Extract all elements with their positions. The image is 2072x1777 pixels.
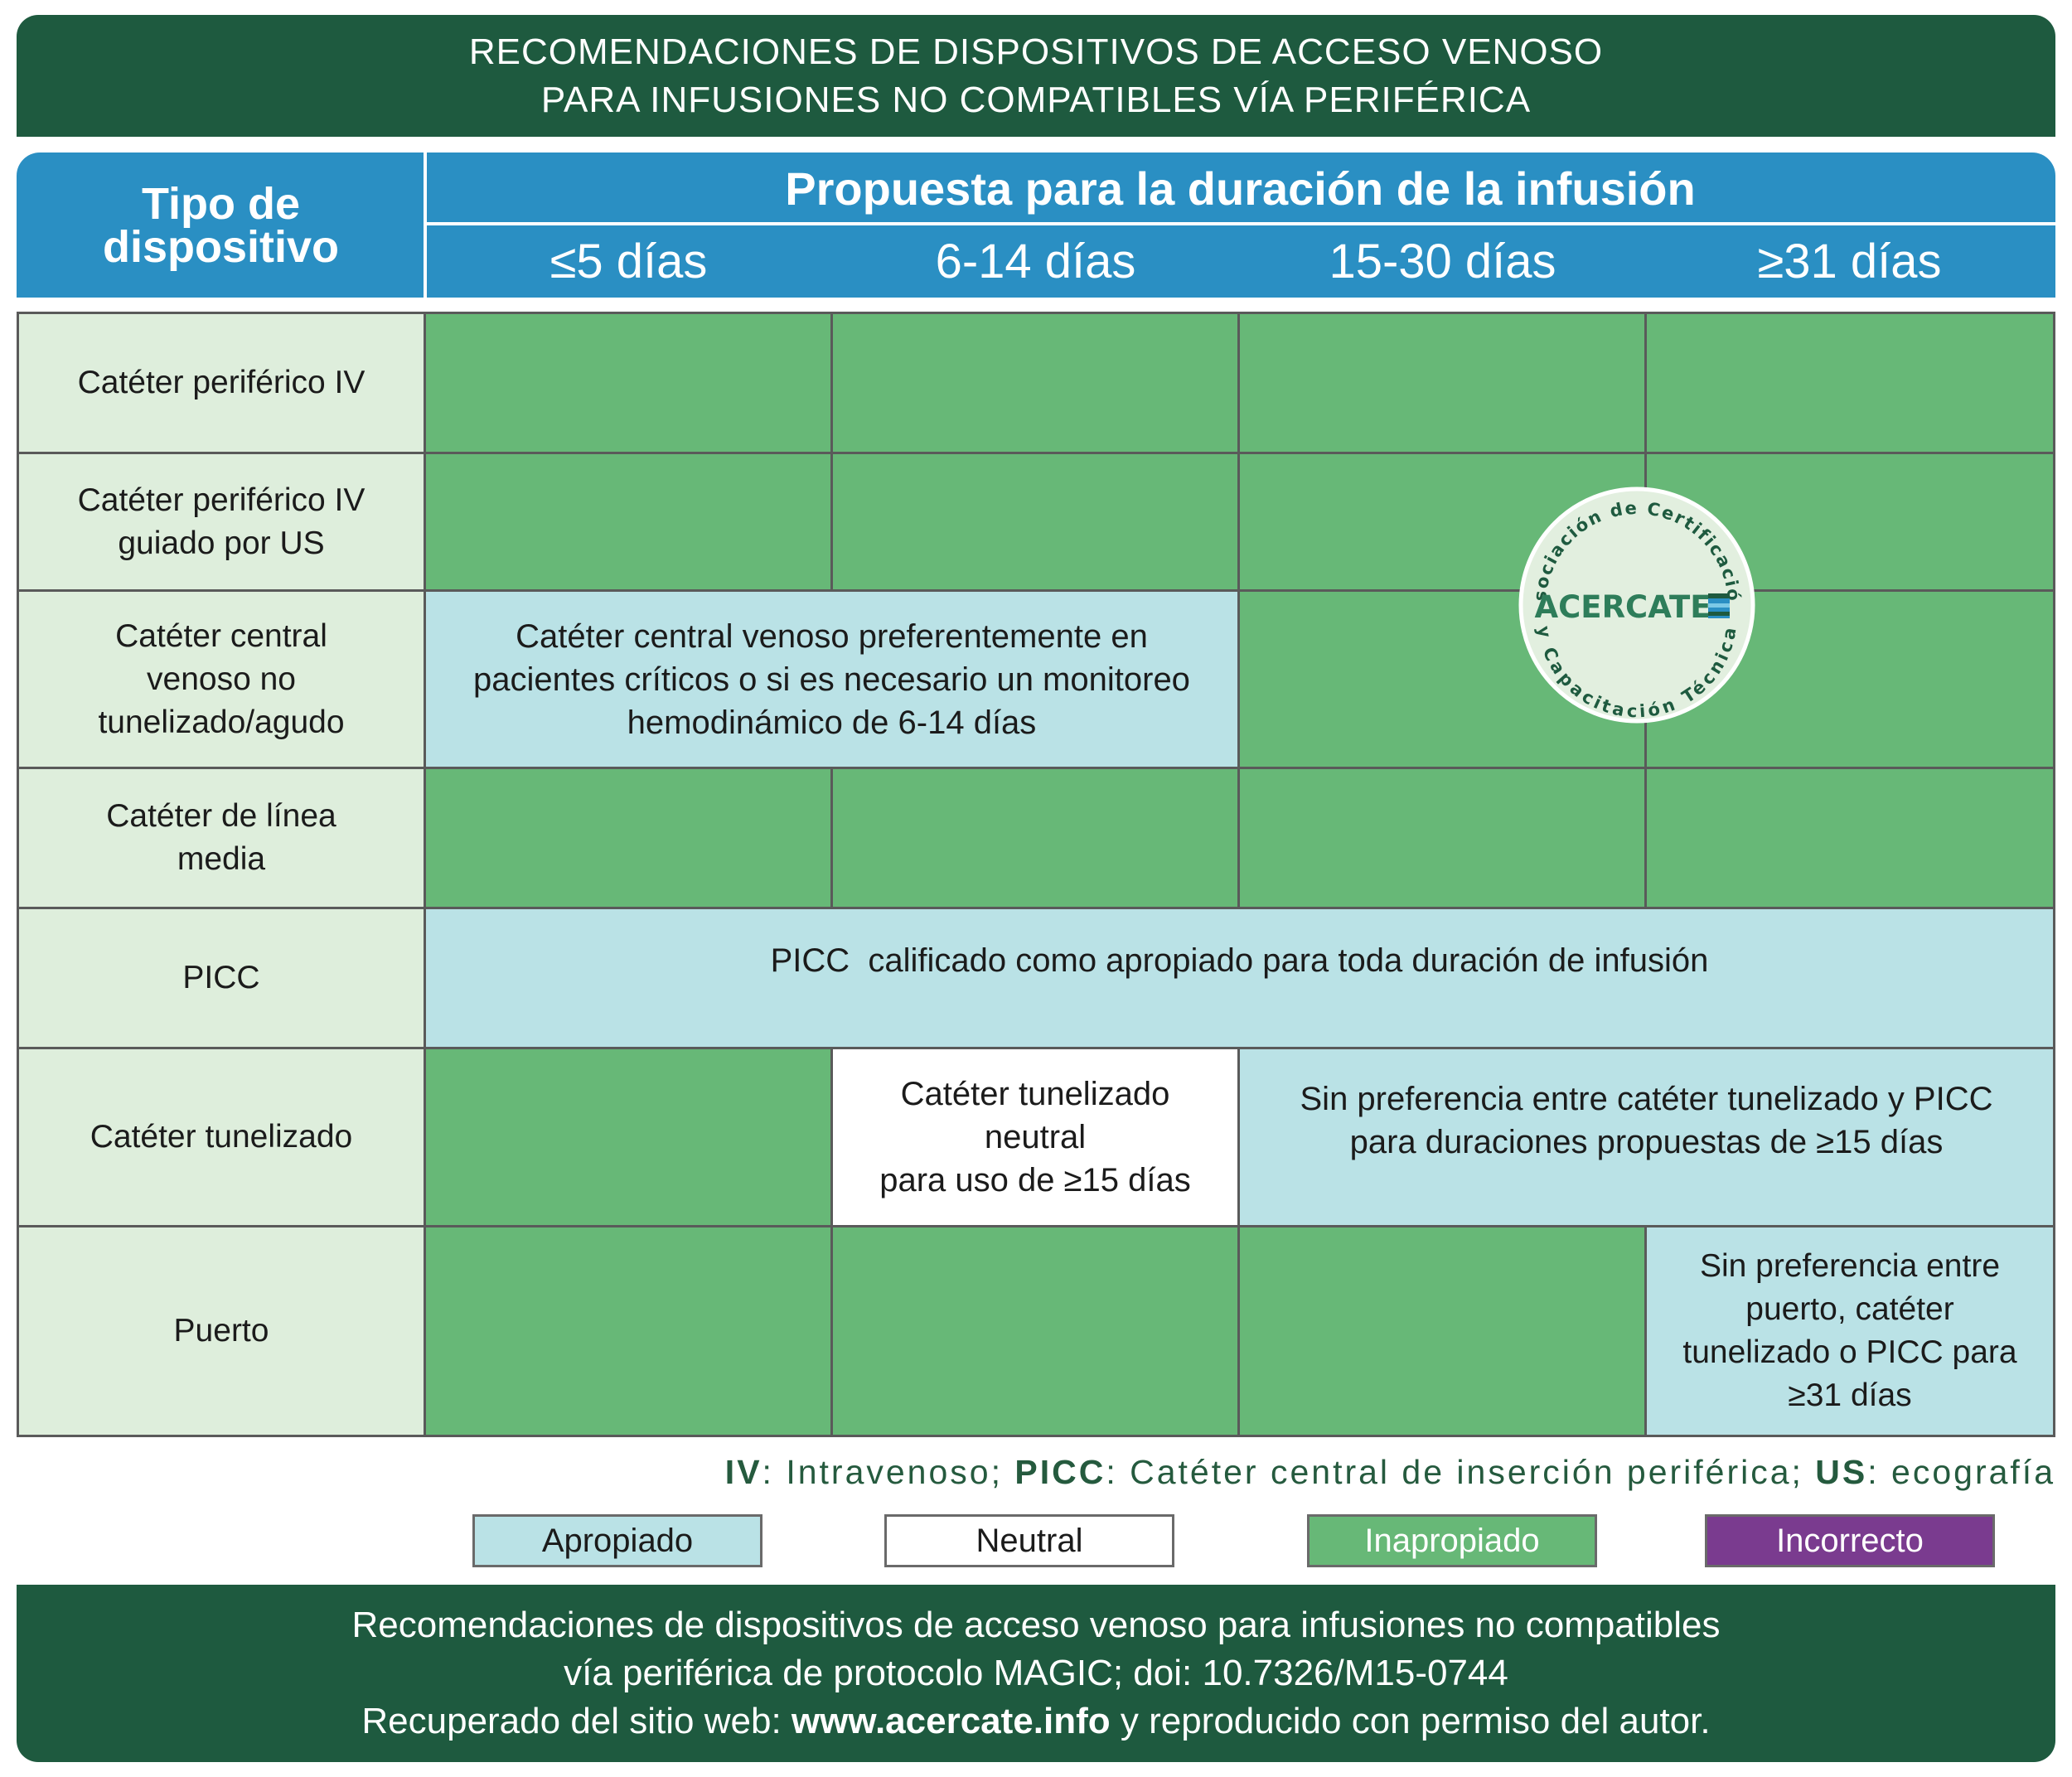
note-line: ≥31 días: [1788, 1378, 1912, 1413]
abbr-text-iv: : Intravenoso;: [762, 1453, 1015, 1491]
abbr-key-us: US: [1815, 1453, 1868, 1491]
cell-picc-all-note: PICC calificado como apropiado para toda…: [426, 909, 2053, 1049]
row-label-text: media: [177, 841, 266, 877]
logo-wordmark: ACERCATE: [1535, 589, 1711, 625]
cell-tunneled-neutral-note: Catéter tunelizado neutral para uso de ≥…: [833, 1049, 1240, 1227]
device-type-header-line-1: Tipo de: [141, 178, 300, 229]
duration-header-0: ≤5 días: [549, 235, 708, 288]
source-line-1: Recomendaciones de dispositivos de acces…: [351, 1605, 1721, 1645]
cell-midline-d1: [833, 769, 1240, 909]
note-line: hemodinámico de 6-14 días: [627, 704, 1037, 741]
note-line: Sin preferencia entre catéter tunelizado…: [1300, 1081, 1993, 1117]
row-label-cvc-non-tunneled: Catéter central venoso no tunelizado/agu…: [19, 592, 426, 769]
cell-port-d1: [833, 1227, 1240, 1435]
cell-peripheral-iv-us-d1: [833, 454, 1240, 592]
legend-appropriate: Apropiado: [472, 1514, 762, 1567]
cell-port-d0: [426, 1227, 833, 1435]
abbr-text-picc: : Catéter central de inserción periféric…: [1106, 1453, 1816, 1491]
source-line-3: Recuperado del sitio web: www.acercate.i…: [361, 1697, 1710, 1746]
legend-inappropriate: Inapropiado: [1307, 1514, 1597, 1567]
note-line: para duraciones propuestas de ≥15 días: [1349, 1124, 1944, 1160]
cell-cvc-short-note: Catéter central venoso preferentemente e…: [426, 592, 1240, 769]
duration-header-1: 6-14 días: [935, 235, 1136, 288]
row-label-text: Catéter periférico IV: [77, 365, 366, 400]
legend-incorrect: Incorrecto: [1705, 1514, 1995, 1567]
title-line-2: PARA INFUSIONES NO COMPATIBLES VÍA PERIF…: [540, 79, 1532, 120]
abbr-key-picc: PICC: [1014, 1453, 1106, 1491]
cell-peripheral-iv-d2: [1240, 314, 1647, 454]
note-line: Sin preferencia entre: [1699, 1248, 2001, 1284]
duration-title: Propuesta para la duración de la infusió…: [785, 162, 1696, 215]
device-type-header-line-2: dispositivo: [102, 221, 340, 272]
row-label-text: Catéter periférico IV: [77, 482, 366, 518]
header-divider-horizontal: [425, 222, 2055, 225]
abbreviations: IV: Intravenoso; PICC: Catéter central d…: [663, 1453, 2055, 1496]
legend-neutral: Neutral: [884, 1514, 1174, 1567]
row-label-text: venoso no: [147, 661, 296, 697]
note-line: pacientes críticos o si es necesario un …: [473, 661, 1190, 698]
note-line: Catéter tunelizado: [900, 1076, 1170, 1112]
row-label-text: PICC: [182, 960, 260, 995]
row-label-text: Catéter central: [115, 617, 327, 654]
note-line: PICC calificado como apropiado para toda…: [770, 942, 1709, 979]
row-label-text: Puerto: [173, 1313, 269, 1348]
duration-header-3: ≥31 días: [1757, 235, 1942, 288]
cell-tunneled-long-note: Sin preferencia entre catéter tunelizado…: [1240, 1049, 2053, 1227]
acercate-logo: Asociación de Certificación y Capacitaci…: [1517, 485, 1755, 724]
title-line-1: RECOMENDACIONES DE DISPOSITIVOS DE ACCES…: [468, 31, 1604, 72]
note-line: tunelizado o PICC para: [1682, 1334, 2017, 1370]
cell-port-long-note: Sin preferencia entre puerto, catéter tu…: [1647, 1227, 2053, 1435]
source-banner: Recomendaciones de dispositivos de acces…: [17, 1585, 2055, 1762]
note-line: puerto, catéter: [1745, 1291, 1954, 1327]
cell-peripheral-iv-d1: [833, 314, 1240, 454]
recommendation-grid: Catéter periférico IV Catéter periférico…: [17, 312, 2055, 1437]
source-line-3-prefix: Recuperado del sitio web:: [361, 1701, 792, 1741]
row-label-tunneled: Catéter tunelizado: [19, 1049, 426, 1227]
source-line-2: vía periférica de protocolo MAGIC; doi: …: [564, 1653, 1508, 1693]
cell-tunneled-d0: [426, 1049, 833, 1227]
cell-midline-d0: [426, 769, 833, 909]
device-type-header: Tipo de dispositivo: [17, 153, 425, 298]
note-line: neutral: [984, 1119, 1087, 1155]
row-label-port: Puerto: [19, 1227, 426, 1435]
row-label-midline: Catéter de línea media: [19, 769, 426, 909]
cell-peripheral-iv-d3: [1647, 314, 2053, 454]
note-line: para uso de ≥15 días: [879, 1162, 1191, 1198]
book-icon: [1708, 593, 1730, 618]
cell-port-d2: [1240, 1227, 1647, 1435]
row-label-text: guiado por US: [118, 525, 325, 561]
title-banner: RECOMENDACIONES DE DISPOSITIVOS DE ACCES…: [17, 15, 2055, 137]
row-label-peripheral-iv-us: Catéter periférico IV guiado por US: [19, 454, 426, 592]
row-label-text: Catéter tunelizado: [90, 1119, 353, 1155]
source-line-3-suffix: y reproducido con permiso del autor.: [1110, 1701, 1711, 1741]
row-label-picc: PICC: [19, 909, 426, 1049]
cell-midline-d2: [1240, 769, 1647, 909]
abbr-text-us: : ecografía: [1867, 1453, 2055, 1491]
row-label-text: Catéter de línea: [106, 798, 336, 834]
row-label-text: tunelizado/agudo: [98, 704, 345, 740]
cell-peripheral-iv-us-d0: [426, 454, 833, 592]
source-website-link: www.acercate.info: [791, 1701, 1111, 1741]
abbr-key-iv: IV: [724, 1453, 762, 1491]
duration-header-2: 15-30 días: [1329, 235, 1556, 288]
cell-peripheral-iv-d0: [426, 314, 833, 454]
row-label-peripheral-iv: Catéter periférico IV: [19, 314, 426, 454]
note-line: Catéter central venoso preferentemente e…: [516, 617, 1148, 655]
cell-midline-d3: [1647, 769, 2053, 909]
